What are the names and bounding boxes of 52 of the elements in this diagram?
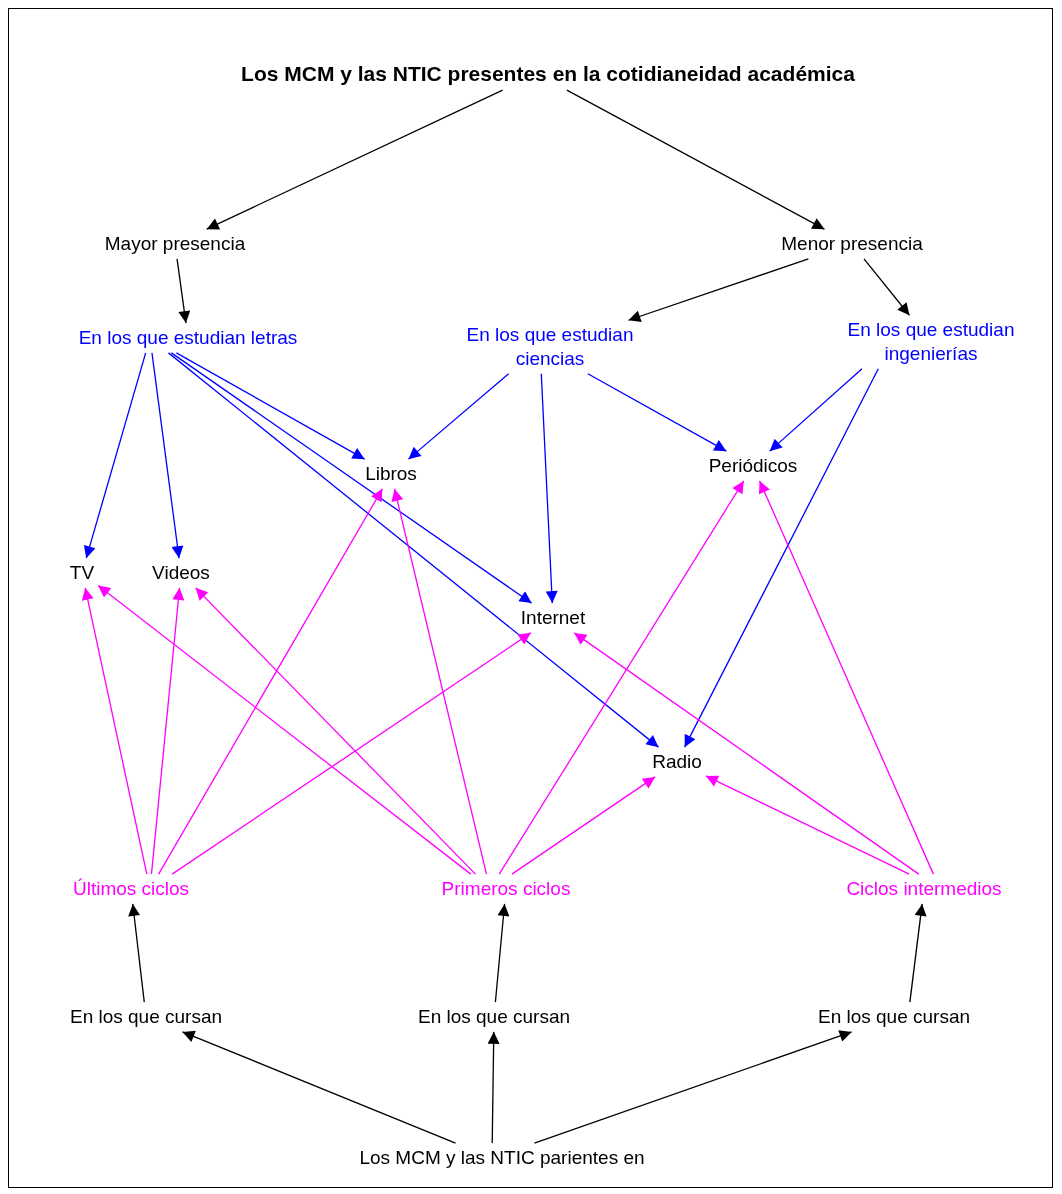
concept-label: Los MCM y las NTIC parientes en — [355, 1143, 649, 1173]
arrow — [683, 368, 879, 748]
arrow — [758, 480, 935, 875]
arrow — [150, 587, 185, 875]
arrow — [128, 903, 145, 1003]
arrow — [909, 903, 927, 1003]
arrow — [573, 632, 920, 875]
arrow — [587, 373, 728, 452]
concept-label: Primeros ciclos — [437, 874, 575, 904]
concept-label: Ciclos intermedios — [842, 874, 1006, 904]
concept-label: En los que estudian letras — [74, 323, 302, 353]
arrow — [171, 632, 532, 875]
arrow — [167, 352, 660, 748]
concept-label: Radio — [648, 747, 706, 777]
arrow — [487, 1031, 500, 1144]
concept-label: Videos — [148, 558, 214, 588]
concept-label: En los que cursan — [813, 1002, 975, 1032]
arrow — [540, 373, 558, 604]
arrow — [511, 776, 656, 875]
arrow — [206, 89, 504, 230]
concept-label: En los que cursan — [65, 1002, 227, 1032]
concept-label: TV — [65, 558, 99, 588]
title-text: Los MCM y las NTIC presentes en la cotidianeidad académica — [237, 57, 859, 91]
arrow — [494, 903, 510, 1003]
concept-label: En los que estudian ingenierías — [812, 315, 1050, 369]
arrow — [533, 1030, 853, 1144]
arrow — [194, 587, 477, 875]
arrow — [566, 89, 826, 230]
arrow — [97, 584, 472, 875]
arrow — [498, 480, 745, 875]
arrow — [181, 1030, 457, 1144]
arrow — [627, 258, 810, 323]
concept-label: Últimos ciclos — [68, 874, 194, 904]
arrow — [407, 373, 510, 460]
concept-label: Libros — [361, 459, 421, 489]
arrow — [81, 587, 148, 875]
arrow — [769, 368, 863, 452]
concept-label: Mayor presencia — [100, 229, 250, 259]
concept-label: En los que cursan — [413, 1002, 575, 1032]
concept-label: Internet — [516, 603, 590, 633]
arrow — [863, 258, 911, 316]
concept-label: Menor presencia — [777, 229, 927, 259]
arrow — [391, 488, 488, 875]
arrow — [175, 352, 366, 460]
concept-label: En los que estudian ciencias — [438, 320, 662, 374]
arrow — [176, 258, 191, 324]
concept-label: Periódicos — [704, 451, 802, 481]
arrow — [158, 488, 383, 875]
arrow — [705, 775, 910, 875]
arrow — [151, 352, 184, 559]
arrow — [83, 352, 147, 559]
arrow — [170, 352, 533, 604]
